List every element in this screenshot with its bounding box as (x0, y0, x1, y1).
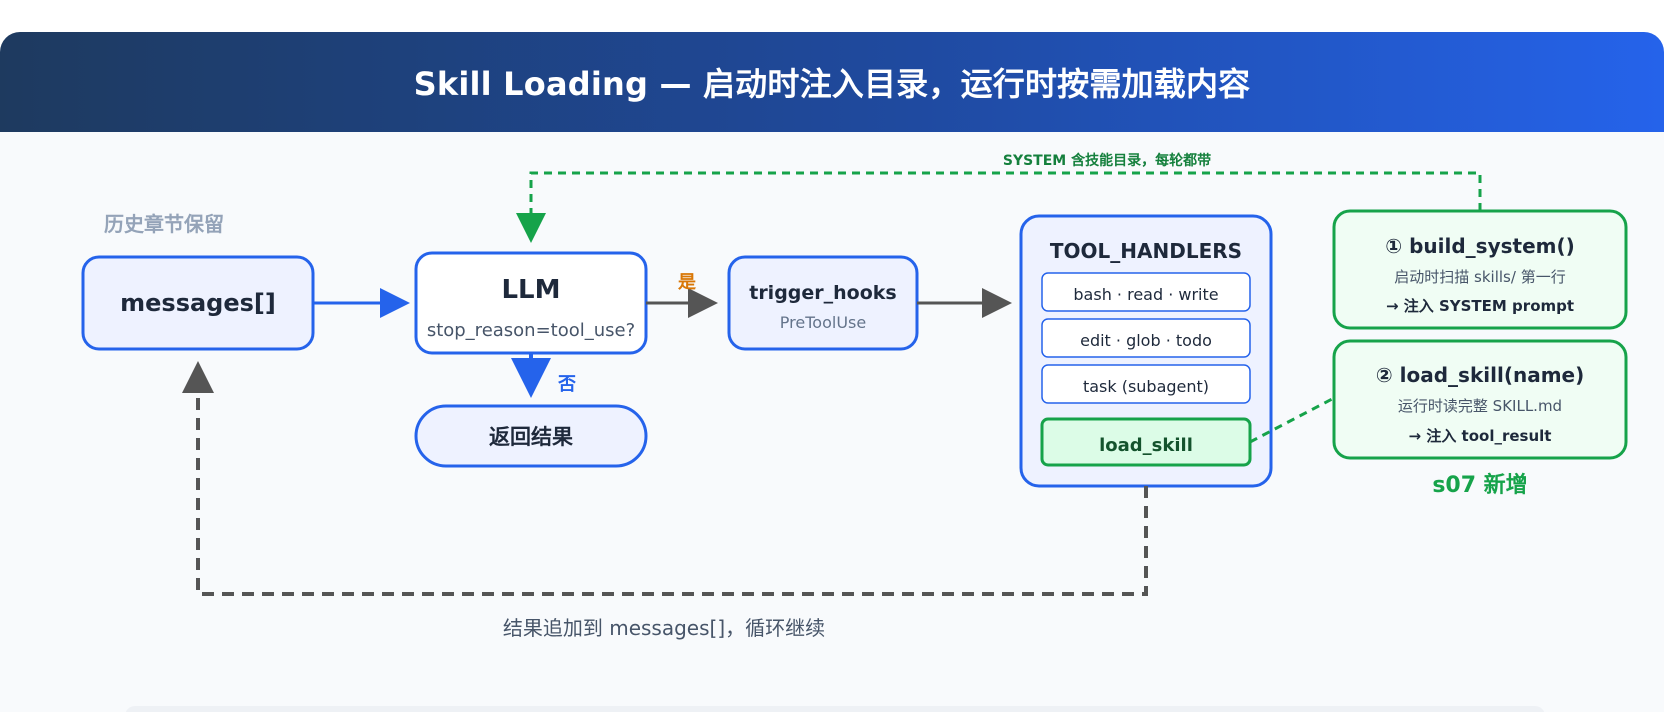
tool-item-1: bash · read · write (1073, 285, 1218, 304)
tool-handlers-title: TOOL_HANDLERS (1050, 239, 1242, 263)
tool-item-box (1041, 272, 1251, 312)
load-skill-line2: → 注入 tool_result (1409, 427, 1552, 445)
loop-label: 结果追加到 messages[]，循环继续 (503, 616, 825, 640)
llm-title: LLM (501, 275, 560, 305)
tool-item-2: edit · glob · todo (1080, 331, 1212, 350)
no-label: 否 (557, 374, 576, 395)
load-skill-line1: 运行时读完整 SKILL.md (1398, 397, 1562, 415)
tool-item-3: task (subagent) (1083, 377, 1209, 396)
load-skill-node: ② load_skill(name) 运行时读完整 SKILL.md → 注入 … (1332, 339, 1628, 460)
build-system-node: ① build_system() 启动时扫描 skills/ 第一行 → 注入 … (1332, 209, 1628, 330)
yes-label: 是 (677, 272, 696, 293)
history-label: 历史章节保留 (104, 212, 224, 236)
llm-node: LLM stop_reason=tool_use? (414, 251, 648, 355)
new-tag: s07 新增 (1432, 472, 1527, 498)
build-system-line1: 启动时扫描 skills/ 第一行 (1394, 268, 1565, 286)
build-system-title: ① build_system() (1385, 234, 1575, 258)
connector-load-skill (1249, 396, 1335, 444)
trigger-hooks-node: trigger_hooks PreToolUse (727, 255, 919, 351)
return-result-label: 返回结果 (489, 425, 573, 449)
messages-node: messages[] (81, 255, 315, 351)
header-bar: Skill Loading — 启动时注入目录，运行时按需加载内容 (0, 32, 1664, 132)
loop-edge (182, 361, 1148, 596)
bottom-panel (125, 706, 1545, 712)
return-result-node: 返回结果 (414, 404, 648, 468)
llm-subtitle: stop_reason=tool_use? (427, 320, 635, 341)
page-title: Skill Loading — 启动时注入目录，运行时按需加载内容 (413, 65, 1251, 103)
trigger-hooks-title: trigger_hooks (749, 282, 897, 304)
load-skill-title: ② load_skill(name) (1376, 363, 1585, 387)
flow-diagram: 历史章节保留 messages[] LLM stop_reason=tool_u… (81, 152, 1628, 640)
system-edge-label: SYSTEM 含技能目录，每轮都带 (1003, 152, 1211, 169)
tool-item-box (1041, 318, 1251, 358)
tool-item-box (1041, 364, 1251, 404)
build-system-line2: → 注入 SYSTEM prompt (1386, 297, 1574, 315)
tool-handlers-node: TOOL_HANDLERS bash · read · write edit ·… (1019, 214, 1273, 488)
system-edge (516, 171, 1482, 243)
trigger-hooks-subtitle: PreToolUse (780, 313, 866, 332)
messages-label: messages[] (120, 289, 276, 317)
load-skill-handler: load_skill (1099, 435, 1193, 456)
